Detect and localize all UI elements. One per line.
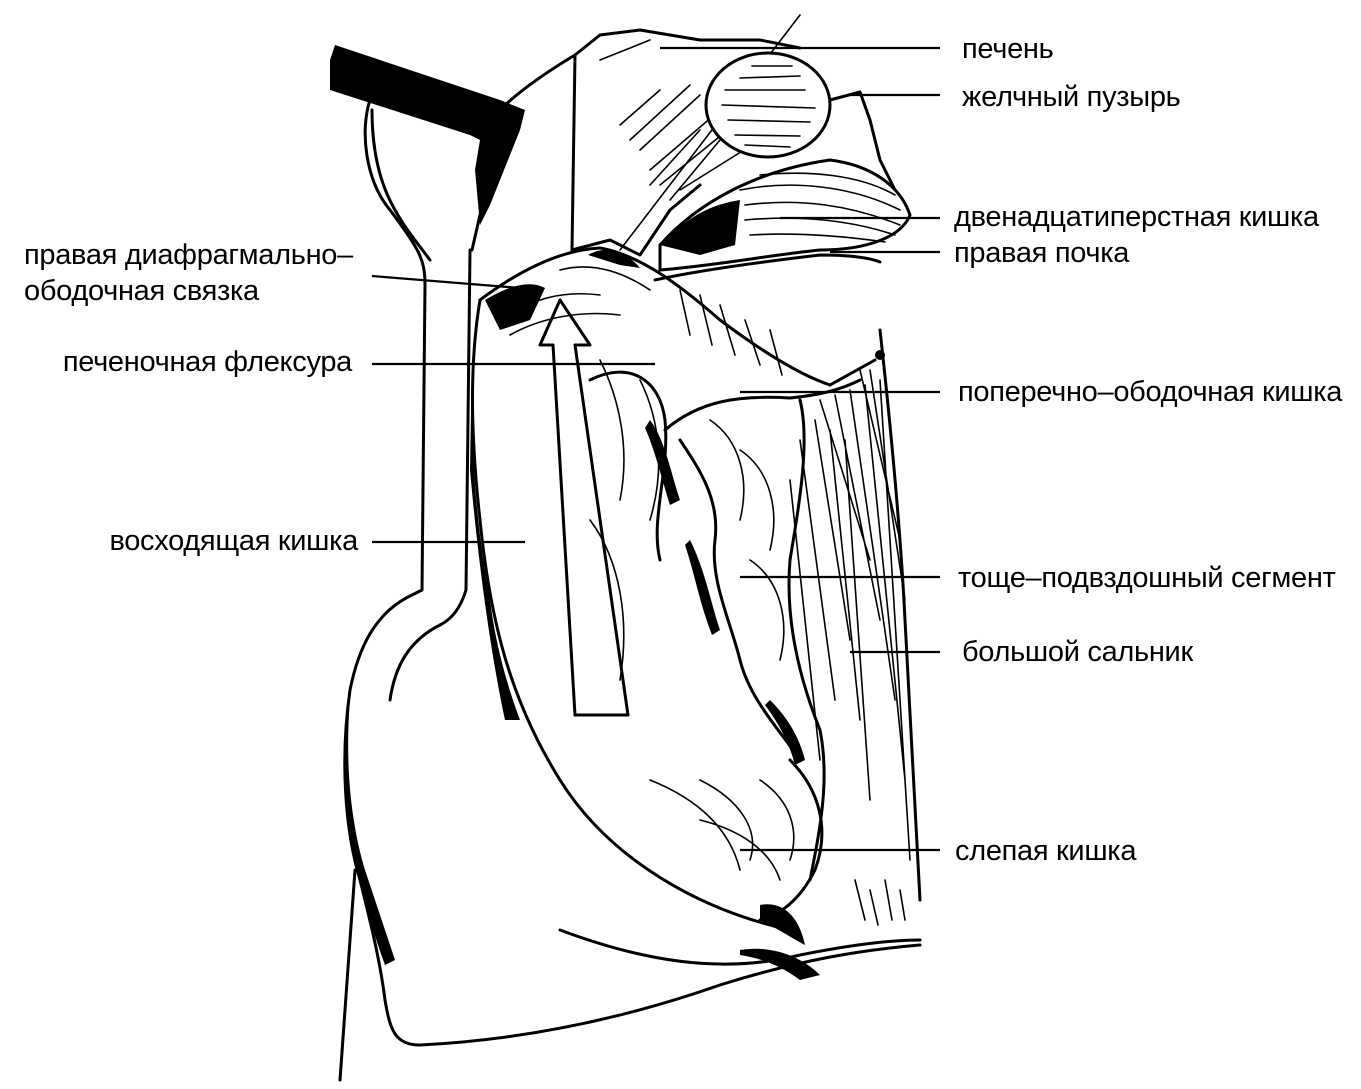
retractor xyxy=(330,45,525,627)
hepatic-flexure xyxy=(478,246,832,387)
cecum xyxy=(649,758,824,945)
label-ascending-colon: восходящая кишка xyxy=(109,525,359,557)
label-greater-omentum: большой сальник xyxy=(962,636,1193,668)
small-intestine xyxy=(645,350,885,882)
duodenum-and-kidney xyxy=(653,158,912,282)
label-right-kidney: правая почка xyxy=(954,237,1130,269)
abdominal-wall xyxy=(338,593,922,1082)
label-liver: печень xyxy=(962,33,1053,65)
labels: печень желчный пузырь двенадцатиперстная… xyxy=(24,33,1344,867)
label-hepatic-flexure: печеночная флексура xyxy=(63,346,353,378)
label-cecum: слепая кишка xyxy=(955,835,1137,867)
greater-omentum xyxy=(789,328,922,926)
label-phrenicocolic-ligament-line1: правая диафрагмально– xyxy=(24,239,354,271)
ascending-colon xyxy=(470,298,792,932)
label-jejunoileal-segment: тоще–подвздошный сегмент xyxy=(958,562,1336,594)
label-phrenicocolic-ligament-line2: ободочная связка xyxy=(24,275,260,307)
label-transverse-colon: поперечно–ободочная кишка xyxy=(958,376,1343,408)
label-duodenum: двенадцатиперстная кишка xyxy=(954,201,1320,233)
label-gallbladder: желчный пузырь xyxy=(962,81,1180,113)
leader-lines xyxy=(371,46,940,852)
